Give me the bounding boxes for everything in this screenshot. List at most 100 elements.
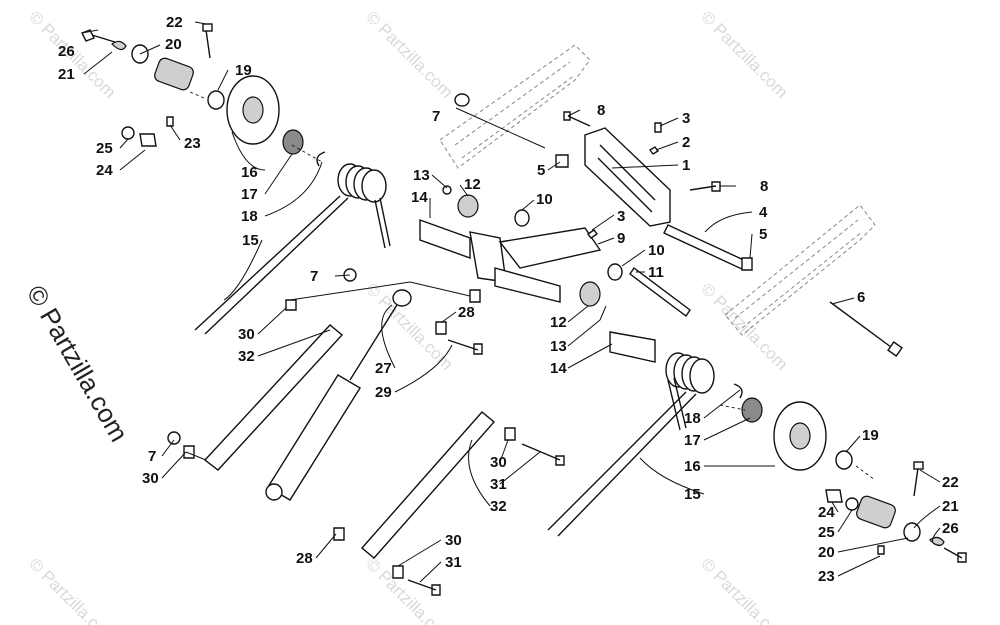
callout-label: 3: [617, 208, 625, 225]
spring-coil: [361, 169, 387, 203]
washer-part-25-left: [121, 126, 135, 140]
leader-line: [831, 297, 855, 305]
spring-tail-left: [374, 197, 391, 249]
callout-label: 4: [759, 204, 768, 221]
callout-labels: 1 2 3 3 4 5 5 6 7 7 7 8 8 9 10 10 11 12 …: [58, 14, 959, 585]
callout-label: 29: [375, 384, 392, 401]
leader-line: [161, 451, 207, 479]
bolt-head-22-left: [202, 23, 213, 32]
shaft-part-14-lower: [609, 331, 656, 363]
cap-part-12-lower: [579, 281, 601, 307]
callout-label: 5: [537, 162, 545, 179]
watermark-text: © Partzilla.com: [697, 7, 791, 101]
bearing-part-17-right: [741, 397, 763, 423]
callout-label: 23: [818, 568, 835, 585]
bolt-head-22-right: [913, 461, 924, 470]
spring-arm-part-15-right: [547, 391, 697, 537]
upper-bracket-assembly: [454, 93, 903, 357]
right-torsion-spring: [547, 352, 715, 537]
leader-line: [223, 239, 263, 301]
callout-label: 20: [165, 36, 182, 53]
leader-line: [257, 307, 287, 335]
leader-line: [521, 199, 535, 211]
assembly-dashed-line: [189, 91, 205, 99]
leader-line: [289, 281, 471, 301]
leader-line: [703, 389, 741, 419]
leader-line: [499, 451, 541, 485]
callout-label: 19: [235, 62, 252, 79]
callout-label: 30: [142, 470, 159, 487]
leader-line: [231, 131, 266, 171]
bolt-part-24-left: [139, 133, 157, 147]
bolt-part-22-right: [913, 467, 919, 497]
leader-line: [703, 417, 751, 441]
callout-label: 25: [818, 524, 835, 541]
lower-rail-inner: [734, 219, 863, 329]
callout-label: 25: [96, 140, 113, 157]
callout-label: 31: [445, 554, 462, 571]
leader-line: [837, 555, 881, 577]
shock-eye-upper: [392, 289, 412, 307]
bracket-part-1: [584, 127, 671, 227]
leader-line: [567, 305, 589, 323]
washer-part-25-right: [845, 497, 859, 511]
spacer-part-30-c: [504, 427, 516, 441]
callout-label: 7: [310, 268, 318, 285]
bolt-part-24-right: [825, 489, 843, 503]
leader-line: [217, 69, 229, 91]
callout-label: 12: [550, 314, 567, 331]
grease-fitting-3-lower: [586, 229, 599, 239]
callout-label: 5: [759, 226, 767, 243]
leader-line: [431, 174, 448, 189]
grease-fitting-2: [648, 146, 660, 155]
watermark-text: © Partzilla.com: [362, 7, 456, 101]
watermark-text: © Partzilla.com: [362, 554, 456, 625]
callout-label: 28: [296, 550, 313, 567]
callout-label: 26: [942, 520, 959, 537]
link-arm-part-32-right: [360, 411, 496, 559]
shock-eye-lower: [265, 483, 283, 501]
link-arm-part-32-left: [203, 324, 344, 471]
leader-line: [139, 44, 161, 55]
bolt-part-31-b: [407, 579, 441, 596]
shock-link-assembly: [167, 268, 565, 596]
spacer-part-5-lower: [741, 257, 753, 271]
leader-line: [264, 161, 323, 217]
callout-label: 13: [550, 338, 567, 355]
leader-line: [499, 439, 509, 463]
pin-part-28-mid: [435, 321, 447, 335]
callout-label: 24: [818, 504, 835, 521]
leader-line: [161, 439, 175, 457]
callout-label: 26: [58, 43, 75, 60]
shock-body-part-27: [267, 374, 361, 501]
callout-label: 10: [648, 242, 665, 259]
watermark-text: © Partzilla.com: [25, 554, 119, 625]
callout-label: 30: [238, 326, 255, 343]
leader-line: [194, 21, 207, 25]
nut-part-7-top: [454, 93, 470, 107]
leader-line: [455, 107, 546, 149]
nut-part-7-low: [167, 431, 181, 445]
bushing-part-10-lower: [607, 263, 623, 281]
leader-line: [567, 109, 581, 117]
leader-line: [837, 537, 909, 553]
callout-label: 7: [148, 448, 156, 465]
spring-coil: [689, 358, 715, 394]
callout-label: 32: [490, 498, 507, 515]
callout-label: 30: [445, 532, 462, 549]
callout-label: 10: [536, 191, 553, 208]
callout-label: 9: [617, 230, 625, 247]
leader-line: [119, 149, 146, 171]
callout-label: 22: [166, 14, 183, 31]
leader-line: [547, 161, 561, 171]
side-watermark: © Partzilla.com: [21, 280, 135, 447]
snap-ring-part-18-left: [316, 151, 326, 167]
callout-label: 6: [857, 289, 865, 306]
assembly-dashed-line: [855, 465, 876, 481]
bolt-part-6: [829, 301, 896, 351]
leader-line: [257, 329, 331, 357]
washer-part-21-left: [111, 40, 127, 51]
left-torsion-spring: [194, 163, 391, 335]
set-screw-part-23-left: [166, 116, 174, 127]
